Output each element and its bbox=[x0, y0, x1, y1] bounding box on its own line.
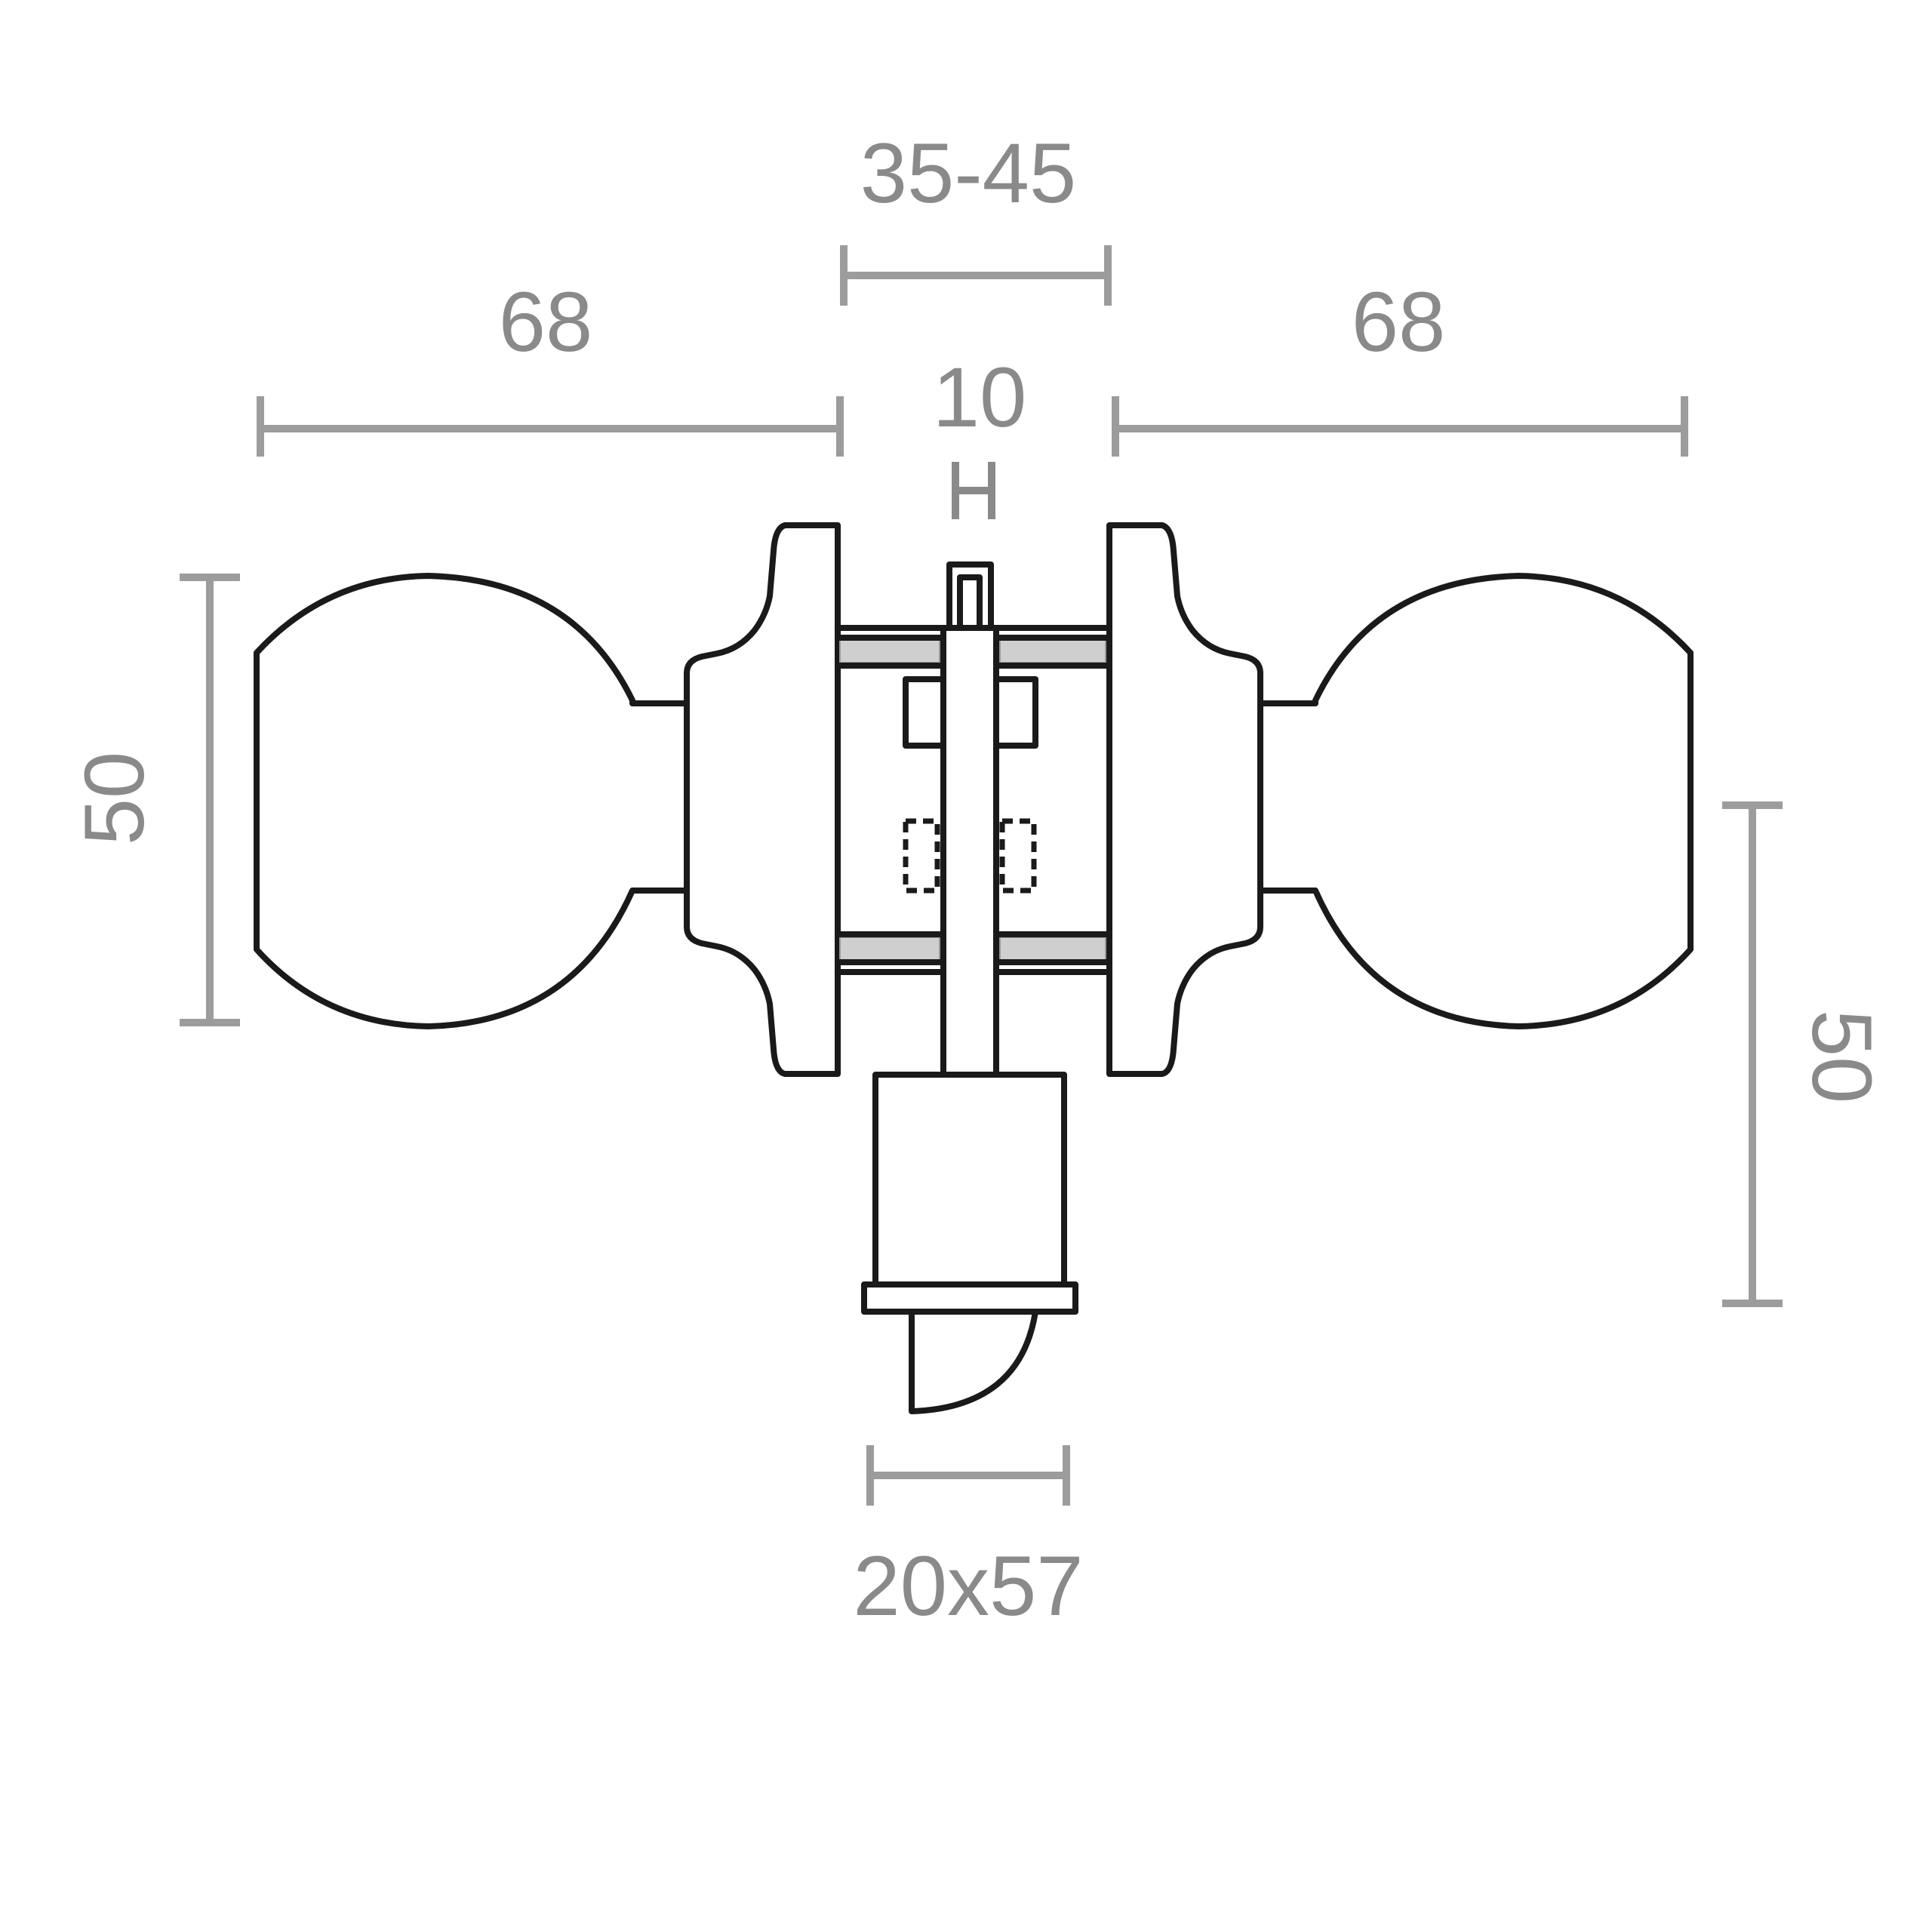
knurl-top-right bbox=[999, 639, 1106, 663]
left-knob bbox=[254, 522, 841, 1077]
knurl-bottom-right bbox=[999, 937, 1106, 961]
label-spindle-width: 10 bbox=[933, 350, 1027, 445]
spindle-width-marker bbox=[952, 462, 995, 519]
label-left-diameter: 50 bbox=[67, 752, 162, 846]
dim-right-diameter bbox=[1722, 801, 1783, 1307]
label-latch-face: 20x57 bbox=[853, 1539, 1083, 1633]
label-right-diameter: 50 bbox=[1795, 1010, 1889, 1104]
knurl-top-left bbox=[839, 639, 940, 663]
dim-left-diameter bbox=[180, 574, 240, 1026]
latch-housing bbox=[872, 1072, 1067, 1287]
latch-faceplate bbox=[861, 1281, 1078, 1315]
lock-body bbox=[835, 561, 1112, 1414]
label-right-projection: 68 bbox=[1352, 275, 1446, 369]
label-left-projection: 68 bbox=[499, 275, 593, 369]
left-knob-neck bbox=[684, 522, 841, 1077]
right-knob-ball bbox=[1257, 573, 1694, 1029]
latch-bolt bbox=[909, 1309, 1038, 1414]
dimension-lines bbox=[180, 245, 1783, 1506]
latch-tab-left bbox=[903, 676, 946, 749]
right-knob bbox=[1106, 522, 1694, 1077]
knurl-bottom-left bbox=[839, 937, 940, 961]
dim-latch-face bbox=[866, 1445, 1070, 1506]
spindle bbox=[940, 625, 999, 1078]
right-knob-neck bbox=[1106, 522, 1263, 1077]
dim-right-projection bbox=[1112, 396, 1688, 457]
spindle-tip-inner bbox=[957, 574, 983, 631]
dim-rose-thickness bbox=[840, 245, 1112, 306]
latch-tab-right bbox=[993, 676, 1038, 749]
dim-left-projection bbox=[257, 396, 844, 457]
left-knob-ball bbox=[254, 573, 690, 1029]
label-rose-thickness: 35-45 bbox=[860, 126, 1076, 220]
